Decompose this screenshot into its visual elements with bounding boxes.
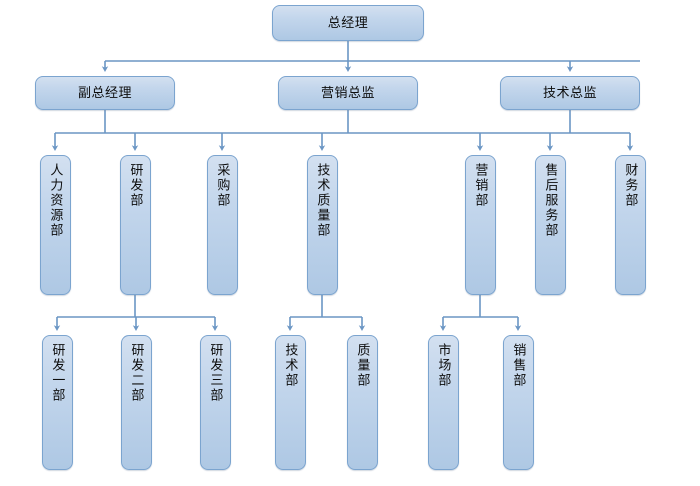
- org-node-technical-director[interactable]: 技术总监: [500, 76, 640, 110]
- org-node-rd-department[interactable]: 研发部: [120, 155, 151, 295]
- org-node-general-manager[interactable]: 总经理: [272, 5, 424, 41]
- org-node-label: 总经理: [327, 15, 369, 31]
- org-node-label: 研发三部: [208, 343, 224, 403]
- org-node-purchasing-department[interactable]: 采购部: [207, 155, 238, 295]
- org-node-rd-unit-two[interactable]: 研发二部: [121, 335, 152, 470]
- org-node-marketing-department[interactable]: 营销部: [465, 155, 496, 295]
- org-node-label: 研发部: [128, 163, 144, 208]
- edge-group-techquality-to-subunits: [286, 295, 366, 331]
- org-node-label: 研发二部: [129, 343, 145, 403]
- edge-group-directors-to-departments: [51, 110, 634, 151]
- org-node-market-subdepartment[interactable]: 市场部: [428, 335, 459, 470]
- org-node-label: 技术质量部: [315, 163, 331, 238]
- org-node-rd-unit-three[interactable]: 研发三部: [200, 335, 231, 470]
- edge-group-marketing-to-subunits: [439, 295, 522, 331]
- org-node-rd-unit-one[interactable]: 研发一部: [42, 335, 73, 470]
- org-node-finance-department[interactable]: 财务部: [615, 155, 646, 295]
- edge-group-rd-to-subunits: [53, 295, 219, 331]
- org-node-label: 研发一部: [50, 343, 66, 403]
- org-node-label: 技术部: [283, 343, 299, 388]
- org-node-label: 财务部: [623, 163, 639, 208]
- org-node-sales-subdepartment[interactable]: 销售部: [503, 335, 534, 470]
- org-node-technology-subdepartment[interactable]: 技术部: [275, 335, 306, 470]
- org-node-label: 售后服务部: [543, 163, 559, 238]
- org-node-aftersales-service-department[interactable]: 售后服务部: [535, 155, 566, 295]
- org-node-label: 销售部: [511, 343, 527, 388]
- org-node-label: 副总经理: [77, 85, 132, 101]
- edge-group-gm-to-directors: [101, 41, 640, 72]
- org-node-label: 采购部: [215, 163, 231, 208]
- org-node-label: 营销部: [473, 163, 489, 208]
- org-node-label: 质量部: [355, 343, 371, 388]
- org-node-quality-subdepartment[interactable]: 质量部: [347, 335, 378, 470]
- org-node-hr-department[interactable]: 人力资源部: [40, 155, 71, 295]
- org-node-marketing-director[interactable]: 营销总监: [278, 76, 418, 110]
- org-node-label: 人力资源部: [48, 163, 64, 238]
- org-node-label: 技术总监: [542, 85, 597, 101]
- org-node-label: 营销总监: [320, 85, 375, 101]
- org-node-technical-quality-department[interactable]: 技术质量部: [307, 155, 338, 295]
- org-node-label: 市场部: [436, 343, 452, 388]
- org-node-deputy-general-manager[interactable]: 副总经理: [35, 76, 175, 110]
